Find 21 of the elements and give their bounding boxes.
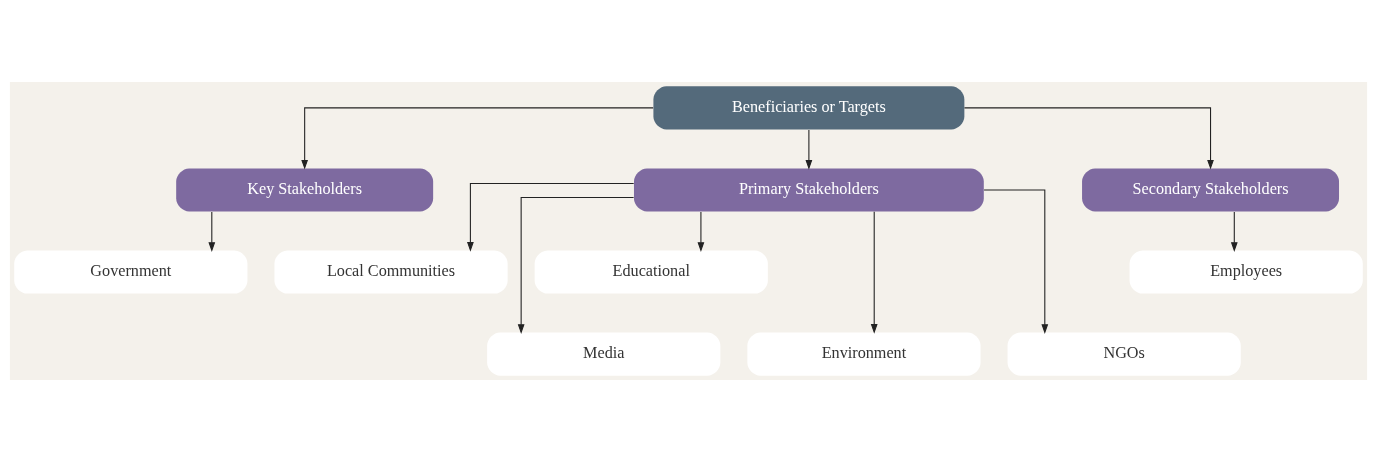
arrow bbox=[301, 106, 654, 170]
node-box: Environment bbox=[747, 332, 981, 376]
node-box: Government bbox=[14, 249, 248, 294]
arrow bbox=[963, 106, 1214, 170]
node-box: Secondary Stakeholders bbox=[1082, 167, 1340, 212]
node-box: Educational bbox=[534, 249, 768, 294]
arrow bbox=[805, 128, 813, 170]
arrow bbox=[517, 196, 635, 334]
arrow bbox=[208, 210, 216, 252]
node-box: Media bbox=[487, 332, 721, 376]
node-box: NGOs bbox=[1007, 332, 1241, 376]
arrow bbox=[467, 182, 635, 252]
arrow bbox=[697, 210, 705, 252]
node-box: Primary Stakeholders bbox=[633, 167, 984, 212]
node-box: Key Stakeholders bbox=[176, 167, 434, 212]
node-box: Beneficiaries or Targets bbox=[653, 85, 965, 129]
arrow bbox=[870, 210, 878, 334]
node-box: Local Communities bbox=[274, 249, 508, 294]
node-box: Employees bbox=[1129, 249, 1363, 294]
arrow bbox=[1230, 210, 1238, 252]
arrow bbox=[983, 188, 1049, 334]
